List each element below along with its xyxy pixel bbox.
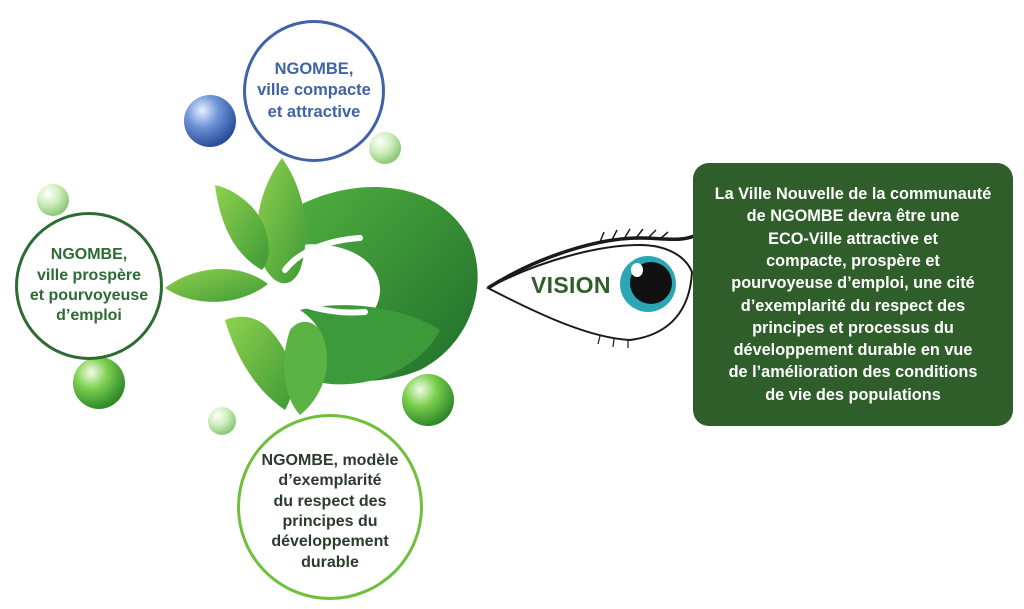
sphere-green-right <box>402 374 454 426</box>
leaf-lower-left <box>225 316 293 410</box>
stem <box>267 235 368 316</box>
sphere-pale-left <box>37 184 69 216</box>
vision-statement-text: La Ville Nouvelle de la communauté de NG… <box>714 184 992 404</box>
vision-statement-box: La Ville Nouvelle de la communauté de NG… <box>693 163 1013 426</box>
circle-prosperous-employment: NGOMBE, ville prospère et pourvoyeuse d’… <box>15 212 163 360</box>
eye-lower-lashes <box>597 335 629 348</box>
circle-bottom-text: NGOMBE, modèle d’exemplarité du respect … <box>261 451 399 571</box>
circle-top-text: NGOMBE, ville compacte et attractive <box>257 60 371 121</box>
sphere-blue <box>184 95 236 147</box>
vision-label: VISION <box>531 272 611 298</box>
eye-highlight <box>631 263 643 277</box>
circle-left-text: NGOMBE, ville prospère et pourvoyeuse d’… <box>29 246 149 325</box>
leaf-top <box>257 158 306 284</box>
circle-compact-attractive: NGOMBE, ville compacte et attractive <box>243 20 385 162</box>
sphere-green-left <box>73 357 125 409</box>
sphere-pale-bottom <box>208 407 236 435</box>
leaf-lower-right <box>284 321 328 415</box>
leaf-left <box>165 269 268 302</box>
eye-icon <box>485 228 695 348</box>
eye-lid <box>487 234 695 290</box>
circle-sustainable-development: NGOMBE, modèle d’exemplarité du respect … <box>237 414 423 600</box>
sphere-pale-top <box>369 132 401 164</box>
plant-logo <box>165 158 478 415</box>
leaf-upper-left <box>215 185 269 270</box>
canopy-right-lower <box>300 305 440 385</box>
eye-lashes <box>599 228 669 243</box>
